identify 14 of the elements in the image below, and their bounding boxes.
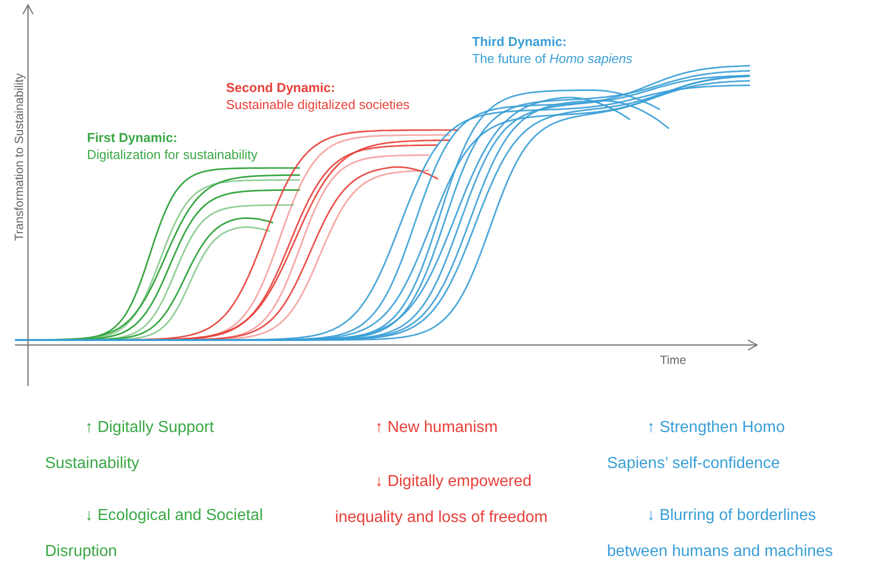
dynamic-heading: Third Dynamic: xyxy=(472,34,567,49)
trend-note: ↑ New humanism xyxy=(374,418,499,438)
trend-note: ↑ Digitally Support Sustainability xyxy=(45,418,215,474)
dynamic-subtitle: Sustainable digitalized societies xyxy=(226,97,410,112)
trend-note: ↓ Ecological and Societal Disruption xyxy=(45,506,264,562)
dynamic-subtitle: Digitalization for sustainability xyxy=(87,147,258,162)
trend-note: ↓ Digitally empowered inequality and loss of freedom xyxy=(335,472,549,528)
trend-note: ↓ Blurring of borderlines between humans and machines xyxy=(607,506,834,562)
trend-note: ↑ Strengthen Homo Sapiens’ self-confidence xyxy=(607,418,786,474)
dynamic-heading: Second Dynamic: xyxy=(226,80,336,95)
dynamic-subtitle: The future of Homo sapiens xyxy=(472,51,632,66)
dynamic-heading: First Dynamic: xyxy=(87,130,178,145)
axis-label: Transformation to Sustainability xyxy=(12,72,26,243)
axis-label: Time xyxy=(660,353,686,367)
